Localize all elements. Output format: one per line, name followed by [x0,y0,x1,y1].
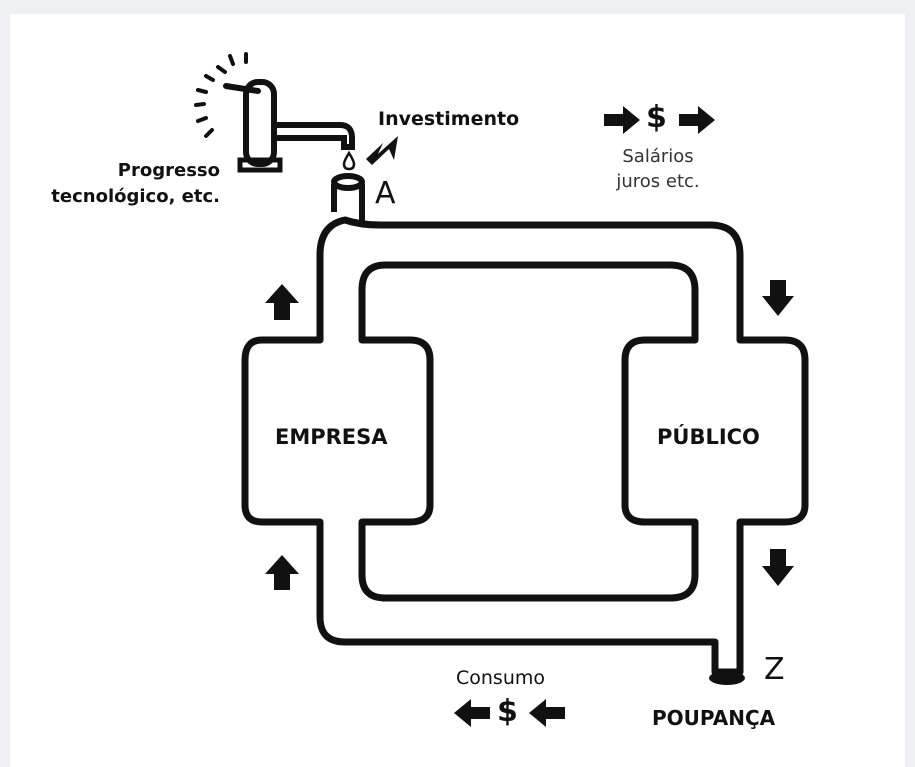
salarios-line-2: juros etc. [616,171,700,192]
inlet-funnel [331,173,365,222]
investimento-label: Investimento [378,108,520,130]
empresa-label: EMPRESA [275,425,388,449]
point-z-label: Z [764,652,785,687]
point-a-label: A [375,176,396,211]
inner-pipe [358,261,699,602]
faucet-icon [194,52,355,173]
progresso-label: Progresso tecnológico, etc. [20,158,220,210]
salarios-label: Salários juros etc. [588,144,728,194]
arrow-down-icon [762,549,794,586]
arrow-up-icon [265,555,299,590]
progresso-line-1: Progresso [117,160,220,181]
arrow-right-icon [679,106,715,134]
dollar-icon: $ [497,694,518,729]
arrow-left-icon [454,699,490,727]
arrow-down-icon [762,280,794,316]
investimento-arrow-icon [366,136,398,165]
progresso-line-2: tecnológico, etc. [51,186,220,207]
poupanca-label: POUPANÇA [652,706,776,730]
outer-pipe [241,216,809,676]
water-drop-icon [342,150,356,171]
drain-icon [709,671,745,685]
dollar-icon: $ [646,100,667,135]
publico-label: PÚBLICO [657,425,760,449]
arrow-right-icon [604,106,640,134]
arrow-up-icon [265,284,299,320]
salarios-line-1: Salários [622,146,694,167]
consumo-label: Consumo [456,667,546,689]
arrow-left-icon [529,699,565,727]
